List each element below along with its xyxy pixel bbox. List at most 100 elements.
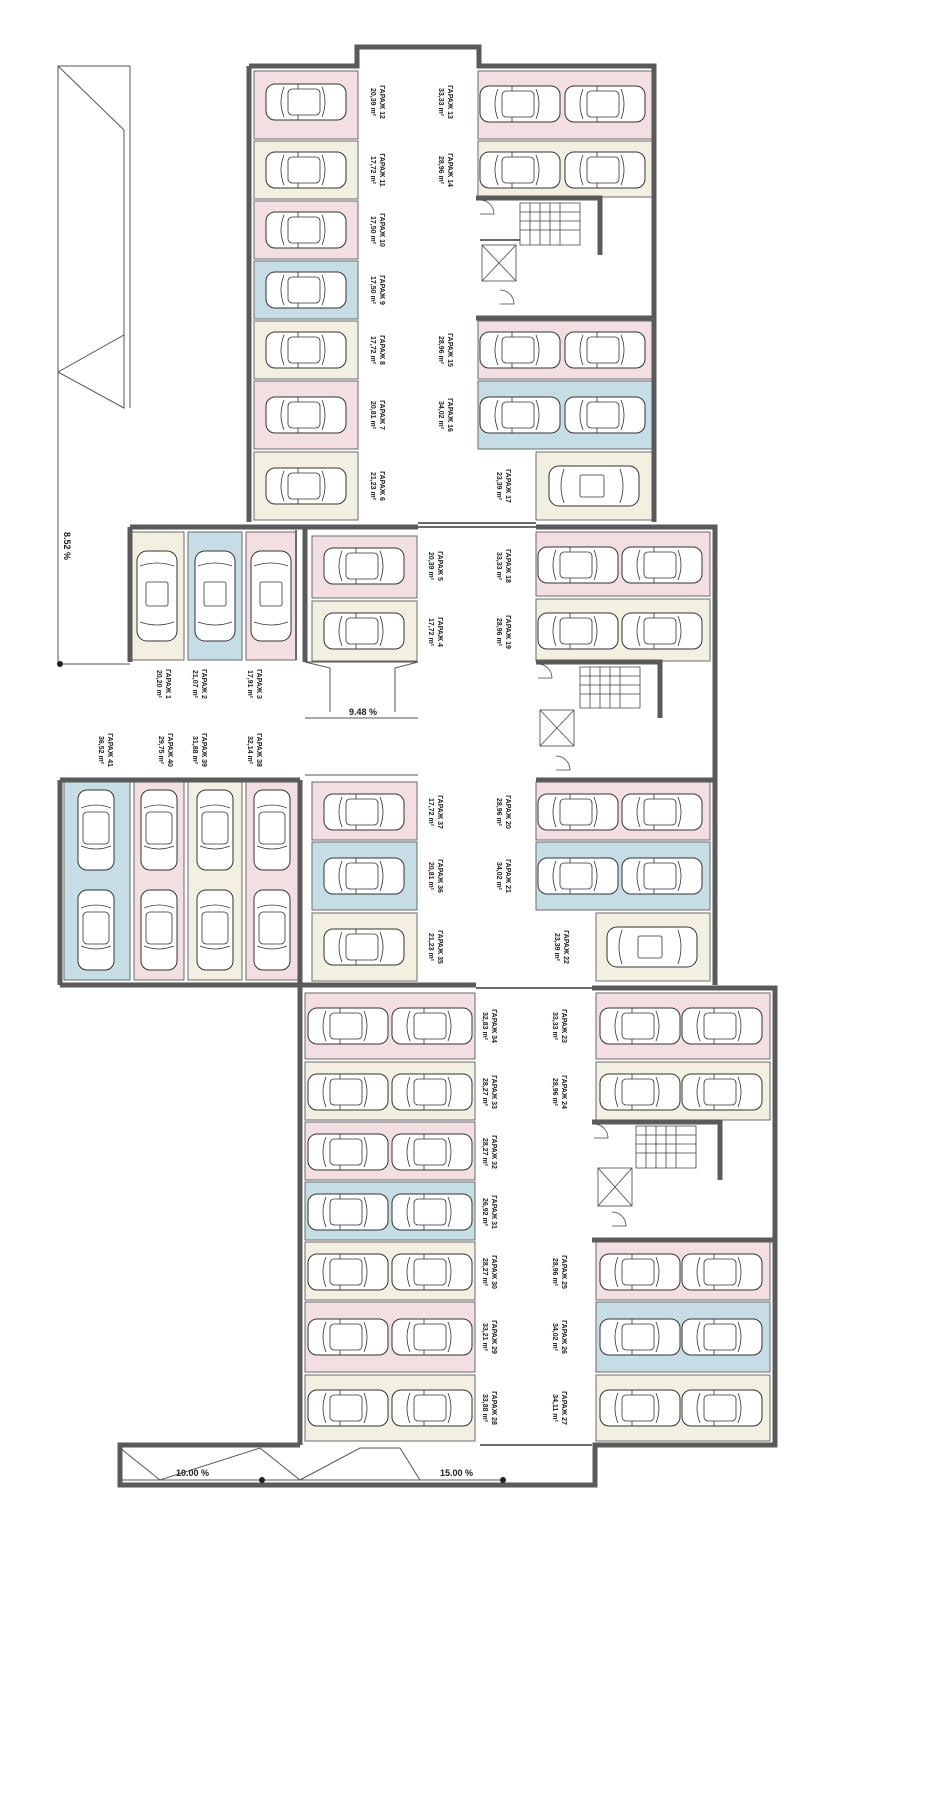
ramp-right: 8.52 % bbox=[57, 65, 131, 667]
garage-name: ГАРАЖ 31 bbox=[490, 1195, 497, 1229]
garage-slot bbox=[595, 912, 711, 982]
garage-area: 28,96 m² bbox=[437, 336, 444, 365]
garage-slot bbox=[535, 841, 711, 911]
garage-area: 33,33 m² bbox=[551, 1012, 558, 1041]
garage-area: 20,81 m² bbox=[369, 401, 376, 430]
garage-area: 20,81 m² bbox=[427, 862, 434, 891]
garage-slot bbox=[187, 531, 243, 661]
car-icon bbox=[307, 1193, 389, 1231]
garage-area: 32,14 m² bbox=[246, 736, 253, 765]
stair-core-1 bbox=[476, 195, 654, 321]
garage-slot bbox=[304, 992, 476, 1060]
garage-area: 34,02 m² bbox=[495, 862, 502, 891]
car-icon bbox=[621, 612, 703, 650]
ramp-bottom: 10.00 % 15.00 % bbox=[119, 1445, 506, 1485]
garage-area: 20,39 m² bbox=[427, 552, 434, 581]
garage-area: 28,27 m² bbox=[481, 1258, 488, 1287]
garage-area: 28,96 m² bbox=[495, 618, 502, 647]
garage-label: ГАРАЖ 317,91 m² bbox=[246, 669, 262, 699]
ramp-label: 9.48 % bbox=[349, 707, 377, 717]
ramp-label: 15.00 % bbox=[440, 1468, 473, 1478]
garage-slot bbox=[187, 781, 243, 981]
garage-slot bbox=[595, 1241, 771, 1301]
garage-slot bbox=[535, 781, 711, 841]
car-icon bbox=[537, 793, 619, 831]
garage-area: 17,72 m² bbox=[427, 798, 434, 827]
garage-name: ГАРАЖ 24 bbox=[560, 1075, 567, 1109]
stair-core-2 bbox=[536, 659, 715, 783]
car-icon bbox=[479, 331, 561, 369]
car-icon bbox=[196, 789, 234, 871]
garage-slot bbox=[311, 781, 418, 841]
garage-slot bbox=[63, 781, 131, 981]
garage-name: ГАРАЖ 28 bbox=[490, 1391, 497, 1425]
garage-name: ГАРАЖ 20 bbox=[504, 795, 511, 829]
garage-slot bbox=[595, 1374, 771, 1442]
garage-name: ГАРАЖ 18 bbox=[504, 549, 511, 583]
garage-area: 17,50 m² bbox=[369, 216, 376, 245]
car-icon bbox=[599, 1253, 681, 1291]
car-icon bbox=[606, 926, 698, 968]
garage-slot bbox=[253, 200, 359, 260]
car-icon bbox=[265, 211, 347, 249]
garage-slot bbox=[253, 260, 359, 320]
garage-area: 17,91 m² bbox=[246, 670, 253, 699]
car-icon bbox=[599, 1073, 681, 1111]
garage-name: ГАРАЖ 40 bbox=[166, 733, 173, 767]
car-icon bbox=[323, 928, 405, 966]
car-icon bbox=[323, 793, 405, 831]
garage-name: ГАРАЖ 23 bbox=[560, 1009, 567, 1043]
stair-core-3 bbox=[592, 1119, 775, 1243]
garage-area: 20,20 m² bbox=[155, 670, 162, 699]
garage-name: ГАРАЖ 10 bbox=[378, 213, 385, 247]
garage-label: ГАРАЖ 720,81 m² bbox=[369, 400, 385, 430]
car-icon bbox=[323, 857, 405, 895]
car-icon bbox=[621, 793, 703, 831]
garage-name: ГАРАЖ 39 bbox=[200, 733, 207, 767]
car-icon bbox=[391, 1007, 473, 1045]
garage-label: ГАРАЖ 621,23 m² bbox=[369, 471, 385, 501]
garage-label: ГАРАЖ 917,50 m² bbox=[369, 275, 385, 305]
car-icon bbox=[564, 396, 646, 434]
garage-label: ГАРАЖ 817,72 m² bbox=[369, 335, 385, 365]
garage-area: 21,23 m² bbox=[427, 933, 434, 962]
car-icon bbox=[599, 1007, 681, 1045]
garage-area: 33,33 m² bbox=[495, 552, 502, 581]
garage-slot bbox=[595, 1301, 771, 1373]
garage-area: 33,88 m² bbox=[481, 1394, 488, 1423]
garage-slot bbox=[477, 320, 653, 380]
car-icon bbox=[307, 1253, 389, 1291]
garage-name: ГАРАЖ 36 bbox=[436, 859, 443, 893]
garage-area: 17,50 m² bbox=[369, 276, 376, 305]
car-icon bbox=[265, 271, 347, 309]
garage-area: 34,11 m² bbox=[551, 1394, 558, 1422]
garage-name: ГАРАЖ 37 bbox=[436, 795, 443, 829]
car-icon bbox=[537, 546, 619, 584]
garage-label: ГАРАЖ 520,39 m² bbox=[427, 551, 443, 581]
garage-label: ГАРАЖ 221,07 m² bbox=[191, 669, 207, 699]
garage-name: ГАРАЖ 9 bbox=[378, 275, 385, 305]
garage-area: 17,72 m² bbox=[369, 156, 376, 185]
garage-name: ГАРАЖ 8 bbox=[378, 335, 385, 365]
garage-name: ГАРАЖ 41 bbox=[106, 733, 113, 767]
car-icon bbox=[681, 1318, 763, 1356]
garage-area: 26,92 m² bbox=[481, 1198, 488, 1227]
car-icon bbox=[265, 396, 347, 434]
car-icon bbox=[391, 1133, 473, 1171]
car-icon bbox=[250, 550, 292, 642]
garage-area: 28,96 m² bbox=[495, 798, 502, 827]
garage-name: ГАРАЖ 21 bbox=[504, 859, 511, 893]
garage-name: ГАРАЖ 4 bbox=[436, 617, 443, 647]
garage-name: ГАРАЖ 5 bbox=[436, 551, 443, 581]
car-icon bbox=[681, 1073, 763, 1111]
car-icon bbox=[265, 331, 347, 369]
car-icon bbox=[307, 1073, 389, 1111]
